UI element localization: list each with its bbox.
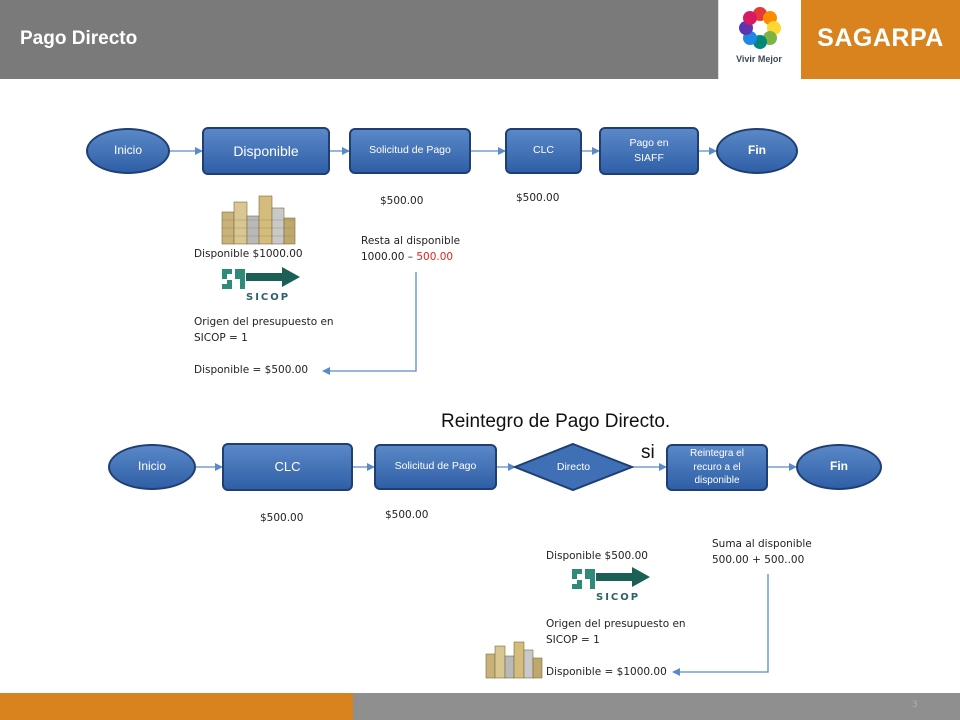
node-pago-en-siaff: Pago en SIAFF: [599, 127, 699, 175]
disponible2-result: Disponible = $1000.00: [546, 666, 667, 678]
footer-orange-bar: [0, 693, 353, 720]
suma-line2: 500.00 + 500..00: [712, 554, 805, 567]
vivir-mejor-logo: [718, 0, 801, 79]
disponible-result: Disponible = $500.00: [194, 364, 309, 376]
brand-name: SAGARPA: [817, 24, 944, 52]
node2-fin: Fin: [796, 444, 882, 490]
origen-line1: Origen del presupuesto en: [194, 316, 334, 328]
resta-prefix: 1000.00 –: [361, 251, 417, 264]
arrow-resta-disponible: [322, 272, 417, 375]
svg-text:SICOP: SICOP: [596, 592, 640, 603]
node-pago-line2: SIAFF: [634, 152, 664, 164]
decision-directo: Directo: [556, 461, 591, 473]
disponible-total: Disponible $1000.00: [194, 248, 303, 260]
page-number: 3: [912, 700, 918, 710]
node-solicitud-de-pago: Solicitud de Pago: [349, 128, 471, 174]
decision-directo-shape: [512, 442, 635, 492]
resta-red-value: 500.00: [416, 251, 454, 264]
node2-reintegra: Reintegra el recuro a el disponible: [666, 444, 768, 491]
decision-si-label: si: [641, 442, 655, 463]
origen-note: Origen del presupuesto en SICOP = 1: [194, 314, 334, 347]
node2-inicio: Inicio: [108, 444, 196, 490]
sicop-logo: SICOP: [222, 267, 300, 303]
logo-caption: Vivir Mejor: [736, 54, 782, 64]
brand-box: [801, 0, 960, 79]
amount2-solicitud: $500.00: [385, 509, 429, 521]
resta-line1: Resta al disponible: [361, 235, 461, 247]
amount-solicitud: $500.00: [380, 195, 424, 207]
node-pago-line1: Pago en: [629, 136, 669, 149]
node-inicio: Inicio: [86, 128, 170, 174]
page-title: Pago Directo: [20, 28, 138, 49]
node-disponible: Disponible: [202, 127, 330, 175]
origen2-line1: Origen del presupuesto en: [546, 618, 686, 630]
origen2-line2: SICOP = 1: [546, 634, 600, 647]
flower-logo-icon: [739, 7, 781, 49]
header-bar: [0, 0, 718, 79]
resta-line2: 1000.00 – 500.00: [361, 249, 460, 265]
suma-note: Suma al disponible 500.00 + 500..00: [712, 536, 812, 569]
suma-line1: Suma al disponible: [712, 538, 812, 550]
arrow-suma-disponible: [672, 574, 769, 676]
amount-clc: $500.00: [516, 192, 560, 204]
svg-text:SICOP: SICOP: [246, 292, 290, 303]
sicop-logo-2: SICOP: [572, 567, 650, 603]
node-clc: CLC: [505, 128, 582, 174]
origen-line2: SICOP = 1: [194, 332, 248, 345]
reintegra-line2: recuro a el: [693, 461, 741, 473]
origen2-note: Origen del presupuesto en SICOP = 1: [546, 616, 686, 649]
node2-clc: CLC: [222, 443, 353, 491]
amount2-clc: $500.00: [260, 512, 304, 524]
reintegra-line3: disponible: [694, 475, 740, 487]
disponible2-start: Disponible $500.00: [546, 550, 648, 562]
node-fin: Fin: [716, 128, 798, 174]
node2-solicitud-de-pago: Solicitud de Pago: [374, 444, 497, 490]
coins-stack-icon: [221, 195, 296, 245]
section-title-reintegro: Reintegro de Pago Directo.: [441, 411, 671, 432]
footer-gray-bar: [353, 693, 960, 720]
coins-stack-icon-2: [485, 641, 543, 679]
resta-note: Resta al disponible 1000.00 – 500.00: [361, 233, 460, 266]
reintegra-line1: Reintegra el: [690, 448, 744, 460]
